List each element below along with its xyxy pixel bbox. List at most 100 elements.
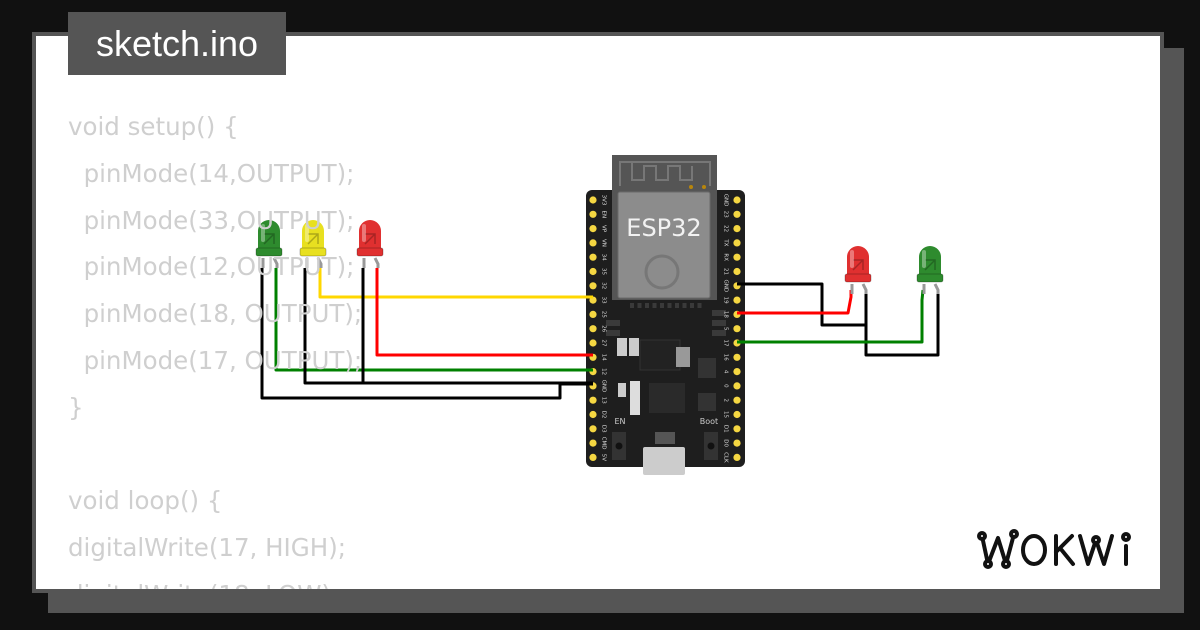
pin-right-0 <box>733 382 741 390</box>
pin-left-D3 <box>589 425 597 433</box>
pin-label: 14 <box>601 354 607 361</box>
pin-label: CLK <box>723 452 729 463</box>
wire-yellow-33 <box>318 268 593 299</box>
pin-left-CMD <box>589 439 597 447</box>
metal-shield <box>617 191 711 299</box>
led-die <box>307 233 319 245</box>
pin-label: VN <box>601 239 607 247</box>
pin-right-CLK <box>733 453 741 461</box>
pin-label: 22 <box>723 225 729 232</box>
led-highlight <box>922 250 926 268</box>
pin-label: D3 <box>601 425 607 433</box>
pin-label: 26 <box>601 325 607 332</box>
led-highlight <box>305 224 309 242</box>
led-die <box>924 259 936 271</box>
pin-label: GND <box>723 194 729 207</box>
file-tab[interactable]: sketch.ino <box>68 12 286 75</box>
pin-right-D1 <box>733 425 741 433</box>
pad <box>606 320 620 326</box>
pad <box>660 303 664 308</box>
pad <box>697 303 702 308</box>
led-red <box>844 246 872 294</box>
pin-label: TX <box>723 238 729 246</box>
pin-label: D2 <box>601 411 607 419</box>
pin-label: D0 <box>723 439 729 447</box>
pin-left-VP <box>589 225 597 233</box>
pin-right-TX <box>733 239 741 247</box>
smd-part <box>698 393 716 411</box>
pin-label: RX <box>723 253 729 261</box>
pin-label: 12 <box>601 368 607 375</box>
pin-right-2 <box>733 396 741 404</box>
pad <box>689 185 693 189</box>
pin-right-RX <box>733 253 741 261</box>
pin-label: GND <box>723 279 729 292</box>
led-green <box>255 220 283 268</box>
led-rim <box>356 247 384 257</box>
pin-label: D1 <box>723 425 729 433</box>
pin-label: 3V3 <box>601 195 607 206</box>
led-highlight <box>362 224 366 242</box>
pin-left-34 <box>589 253 597 261</box>
led-highlight <box>850 250 854 268</box>
wire-gnd <box>303 268 593 385</box>
pad <box>652 303 657 308</box>
pin-label: 34 <box>601 254 607 261</box>
mcu-chip <box>649 383 685 413</box>
pin-left-13 <box>589 396 597 404</box>
wire-gnd-right <box>864 290 940 357</box>
pin-label: 21 <box>723 268 729 275</box>
pin-right-16 <box>733 353 741 361</box>
pin-right-21 <box>733 267 741 276</box>
led-green <box>916 246 944 294</box>
led-body <box>302 220 324 254</box>
led-anode-lead <box>316 257 323 268</box>
pin-label: 18 <box>723 311 729 318</box>
en-label: EN <box>614 417 625 426</box>
led-rim <box>844 273 872 283</box>
usb-port <box>643 447 685 475</box>
pin-label: 25 <box>601 311 607 318</box>
smd-part <box>629 338 639 356</box>
pin-left-EN <box>589 210 597 218</box>
pin-label: 0 <box>723 384 729 388</box>
button-cap <box>615 442 623 450</box>
led-body <box>359 220 381 254</box>
wire-green-12 <box>274 268 593 372</box>
led-yellow <box>299 220 327 268</box>
led-anode-lead <box>272 257 279 268</box>
wokwi-logo <box>977 529 1131 569</box>
pad <box>712 320 726 326</box>
pin-label: 23 <box>723 211 729 218</box>
led-anode-lead <box>373 257 380 268</box>
antenna-trace <box>619 161 711 186</box>
regulator <box>639 339 681 371</box>
pin-left-25 <box>589 310 597 318</box>
boot-label: Boot <box>700 417 718 426</box>
pin-right-22 <box>733 225 741 233</box>
led-die <box>852 259 864 271</box>
pin-label: 5V <box>601 454 607 461</box>
pad <box>645 303 649 308</box>
smd-part <box>618 383 626 397</box>
espressif-logo-icon <box>644 254 680 290</box>
led-body <box>919 246 941 280</box>
pad <box>702 185 706 189</box>
pin-left-27 <box>589 339 597 347</box>
pin-left-5V <box>589 453 597 461</box>
led-die <box>263 233 275 245</box>
led-rim <box>916 273 944 283</box>
pin-label: 19 <box>723 297 729 304</box>
pin-label: EN <box>601 211 607 219</box>
pin-left-32 <box>589 282 597 290</box>
pin-right-19 <box>733 296 741 304</box>
button-cap <box>707 442 715 450</box>
pad <box>637 303 642 308</box>
pin-right-15 <box>733 410 741 419</box>
led-anode-lead <box>933 283 940 294</box>
pin-label: 35 <box>601 268 607 275</box>
pin-left-VN <box>589 239 597 247</box>
pin-left-3V3 <box>589 196 597 204</box>
